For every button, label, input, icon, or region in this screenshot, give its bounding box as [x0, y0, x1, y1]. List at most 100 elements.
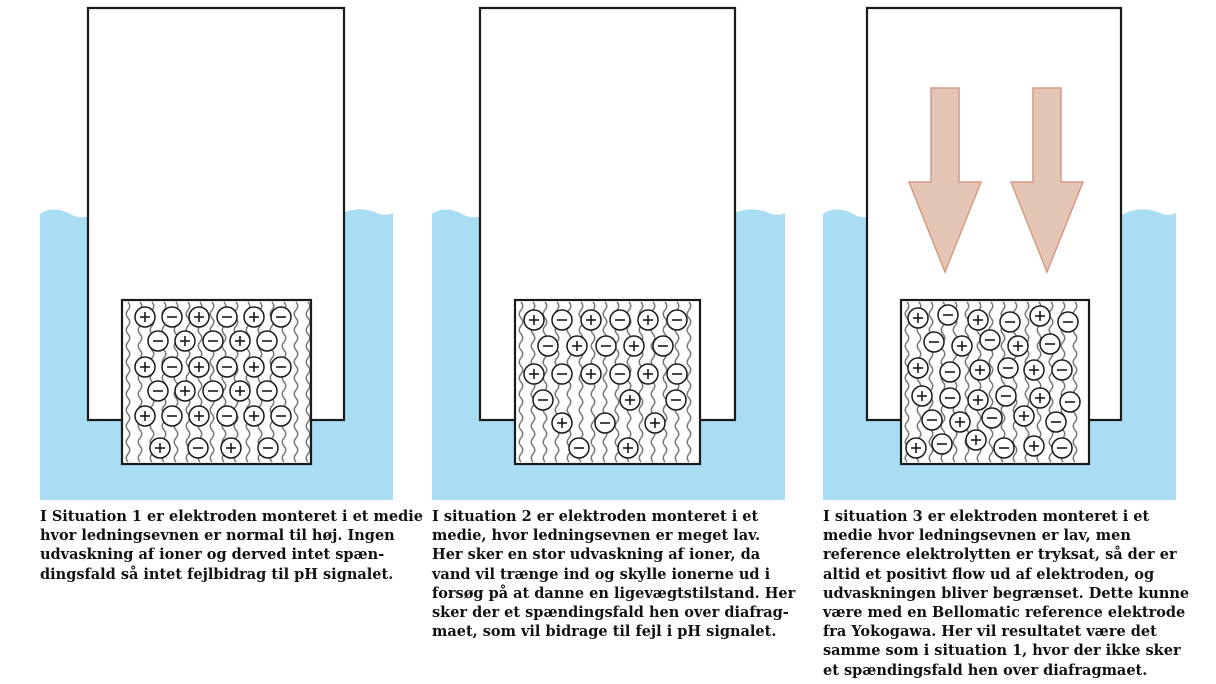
plus-circle-icon	[951, 335, 973, 357]
diaphragm-fibers	[125, 301, 311, 463]
plus-circle-icon	[1023, 359, 1045, 381]
fiber-line	[221, 301, 227, 463]
plus-circle-icon	[551, 412, 573, 434]
diaphragm-fibers	[518, 301, 692, 463]
minus-circle-icon	[187, 437, 209, 459]
plus-circle-icon	[1013, 405, 1035, 427]
caption-line: et spændingsfald hen over diafragmaet.	[823, 661, 1148, 679]
caption-line: altid et positivt flow ud af elektroden,…	[823, 565, 1155, 583]
situation-panel-2	[432, 6, 785, 500]
plus-circle-icon	[637, 309, 659, 331]
minus-circle-icon	[537, 335, 559, 357]
plus-circle-icon	[967, 389, 989, 411]
fiber-line	[1048, 301, 1054, 463]
minus-circle-icon	[665, 389, 687, 411]
minus-circle-icon	[981, 407, 1003, 429]
minus-circle-icon	[568, 437, 590, 459]
caption-line: I situation 3 er elektroden monteret i e…	[823, 508, 1150, 525]
plus-circle-icon	[174, 330, 196, 352]
diaphragm-outline	[513, 298, 702, 466]
minus-circle-icon	[1059, 391, 1081, 413]
minus-circle-icon	[921, 409, 943, 431]
caption-line: sker der et spændingsfald hen over diafr…	[432, 604, 789, 622]
caption-line: vand vil trænge ind og skylle ionerne ud…	[432, 565, 771, 583]
minus-circle-icon	[551, 309, 573, 331]
caption-situation-2: I situation 2 er elektroden monteret i e…	[432, 507, 802, 641]
caption-line: samme som i situation 1, hvor der ikke s…	[823, 642, 1181, 660]
plus-circle-icon	[623, 335, 645, 357]
minus-circle-icon	[270, 306, 292, 328]
fiber-line	[542, 301, 548, 463]
plus-circle-icon	[243, 356, 265, 378]
down-arrow-icon	[1009, 87, 1085, 275]
plus-circle-icon	[905, 437, 927, 459]
minus-circle-icon	[551, 363, 573, 385]
fiber-line	[686, 301, 692, 463]
plus-circle-icon	[580, 309, 602, 331]
caption-line: maet, som vil bidrage til fejl i pH sign…	[432, 623, 777, 641]
plus-circle-icon	[969, 359, 991, 381]
plus-circle-icon	[644, 412, 666, 434]
minus-circle-icon	[939, 387, 961, 409]
minus-circle-icon	[1039, 333, 1061, 355]
fiber-line	[904, 301, 910, 463]
minus-circle-icon	[1057, 311, 1079, 333]
minus-circle-icon	[202, 380, 224, 402]
situations-illustration	[40, 6, 1176, 500]
minus-circle-icon	[997, 357, 1019, 379]
down-arrow-icon	[907, 87, 983, 275]
plus-circle-icon	[523, 309, 545, 331]
caption-line: I situation 2 er elektroden monteret i e…	[432, 508, 759, 525]
minus-circle-icon	[609, 363, 631, 385]
fiber-line	[173, 301, 179, 463]
plus-circle-icon	[523, 363, 545, 385]
minus-circle-icon	[1051, 359, 1073, 381]
caption-line: udvaskning af ioner og derved intet spæn…	[40, 546, 385, 564]
fiber-line	[626, 301, 632, 463]
fiber-line	[578, 301, 584, 463]
plus-circle-icon	[1023, 435, 1045, 457]
minus-circle-icon	[666, 363, 688, 385]
minus-circle-icon	[532, 389, 554, 411]
fiber-line	[281, 301, 287, 463]
caption-line: forsøg på at danne en ligevægtstilstand.…	[432, 584, 796, 602]
fiber-line	[518, 301, 524, 463]
minus-circle-icon	[216, 306, 238, 328]
situation-panel-1	[40, 6, 393, 500]
plus-circle-icon	[188, 306, 210, 328]
diaphragm-fibers	[904, 301, 1078, 463]
minus-circle-icon	[995, 385, 1017, 407]
minus-circle-icon	[1051, 437, 1073, 459]
plus-circle-icon	[229, 330, 251, 352]
minus-circle-icon	[216, 405, 238, 427]
plus-circle-icon	[1029, 387, 1051, 409]
minus-circle-icon	[652, 335, 674, 357]
plus-circle-icon	[965, 429, 987, 451]
caption-line: fra Yokogawa. Her vil resultatet være de…	[823, 623, 1157, 641]
fiber-line	[928, 301, 934, 463]
minus-circle-icon	[161, 405, 183, 427]
minus-circle-icon	[931, 433, 953, 455]
minus-circle-icon	[594, 412, 616, 434]
minus-circle-icon	[216, 356, 238, 378]
plus-circle-icon	[243, 405, 265, 427]
plus-circle-icon	[617, 437, 639, 459]
fiber-line	[161, 301, 167, 463]
minus-circle-icon	[993, 437, 1015, 459]
minus-circle-icon	[979, 329, 1001, 351]
plus-circle-icon	[134, 405, 156, 427]
plus-circle-icon	[188, 356, 210, 378]
fiber-line	[125, 301, 131, 463]
minus-circle-icon	[256, 330, 278, 352]
plus-circle-icon	[566, 335, 588, 357]
plus-circle-icon	[243, 306, 265, 328]
fiber-line	[602, 301, 608, 463]
minus-circle-icon	[923, 331, 945, 353]
plus-circle-icon	[229, 380, 251, 402]
situation-panel-3	[823, 6, 1176, 500]
plus-circle-icon	[907, 357, 929, 379]
plus-circle-icon	[619, 389, 641, 411]
minus-circle-icon	[609, 309, 631, 331]
fiber-line	[988, 301, 994, 463]
